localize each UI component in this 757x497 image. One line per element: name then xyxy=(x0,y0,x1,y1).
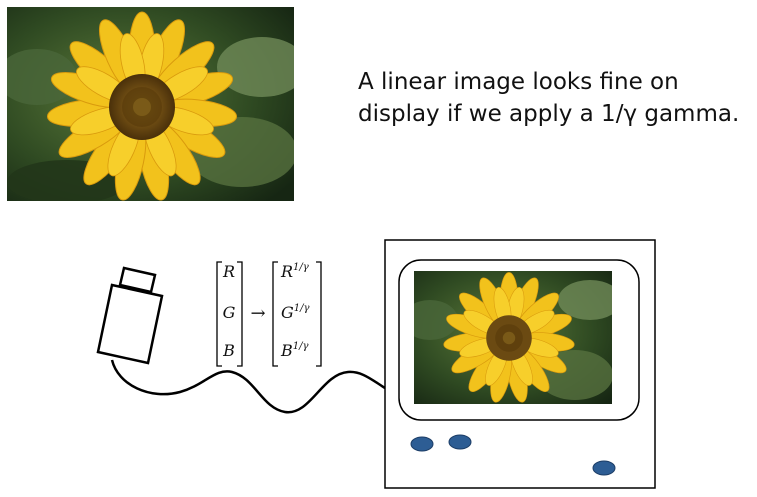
output-matrix: R1/γ G1/γ B1/γ xyxy=(272,261,322,367)
arrow-icon: → xyxy=(250,303,265,324)
matrix-out-r-exp: 1/γ xyxy=(293,262,309,273)
caption-line-1: A linear image looks fine on xyxy=(358,69,679,95)
sunflower-photo xyxy=(7,7,294,201)
caption-line-2: display if we apply a 1/γ gamma. xyxy=(358,101,740,127)
matrix-out-b-exp: 1/γ xyxy=(293,341,309,352)
matrix-out-r: R1/γ xyxy=(280,262,309,281)
input-matrix: R G B xyxy=(216,261,243,367)
camera-icon xyxy=(96,266,164,365)
matrix-out-r-base: R xyxy=(280,262,293,281)
monitor-screen-photo xyxy=(414,271,612,404)
monitor-button-1[interactable] xyxy=(410,436,434,452)
matrix-out-b-base: B xyxy=(280,341,293,360)
caption-text: A linear image looks fine on display if … xyxy=(358,66,753,130)
matrix-in-r: R xyxy=(222,262,235,281)
matrix-in-g: G xyxy=(223,303,236,322)
matrix-out-g-exp: 1/γ xyxy=(294,303,310,314)
monitor-button-3[interactable] xyxy=(592,460,616,476)
monitor-button-2[interactable] xyxy=(448,434,472,450)
cable-line xyxy=(110,359,386,414)
matrix-out-b: B1/γ xyxy=(280,341,308,360)
matrix-out-g: G1/γ xyxy=(281,303,310,322)
matrix-in-b: B xyxy=(222,341,235,360)
sunflower-bloom xyxy=(46,11,238,201)
matrix-out-g-base: G xyxy=(281,303,294,322)
